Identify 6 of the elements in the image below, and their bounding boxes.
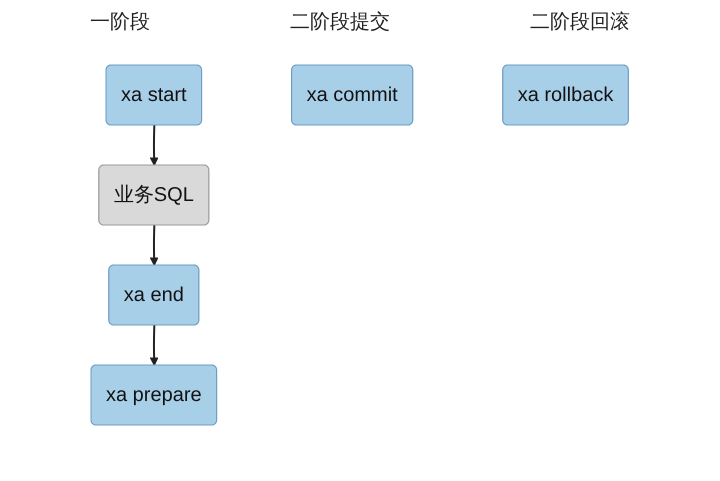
arrow xyxy=(150,225,159,266)
arrow xyxy=(150,125,159,166)
column-heading: 二阶段回滚 xyxy=(530,10,630,35)
arrow xyxy=(150,325,159,366)
column-heading: 一阶段 xyxy=(90,10,150,35)
column-heading: 二阶段提交 xyxy=(290,10,390,35)
